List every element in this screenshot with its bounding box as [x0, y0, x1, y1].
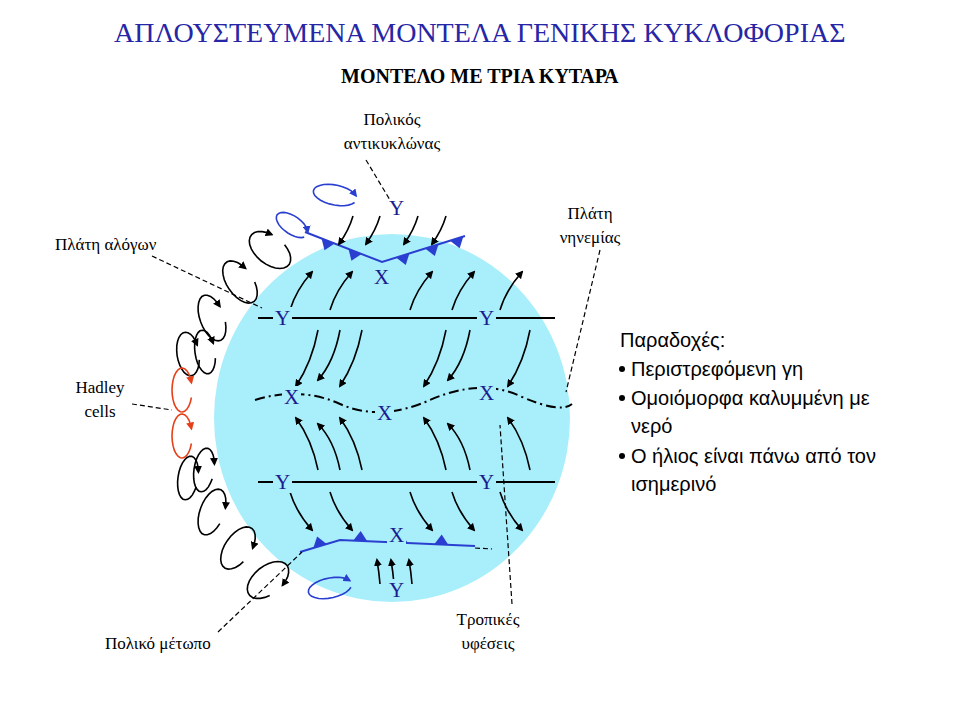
region-label: Πλάτη νηνεμίας: [540, 202, 640, 250]
circulation-cells: [172, 184, 356, 598]
diagram-title: ΑΠΛΟΥΣΤΕΥΜΕΝΑ ΜΟΝΤΕΛΑ ΓΕΝΙΚΗΣ ΚΥΚΛΟΦΟΡΙΑ…: [114, 16, 846, 50]
pressure-letter: Y: [273, 307, 292, 329]
assumption-item: Ομοιόμορφα καλυμμένη με νερό: [631, 384, 886, 440]
pressure-letter: X: [282, 386, 301, 408]
polar-front: [305, 232, 465, 262]
assumptions-heading: Παραδοχές:: [620, 326, 725, 354]
leader-line: [475, 548, 492, 549]
front-triangles: [313, 237, 463, 549]
pressure-letter: X: [372, 266, 391, 288]
pressure-letter: X: [375, 402, 394, 424]
polar-front: [300, 540, 475, 552]
subtitle: ΜΟΝΤΕΛΟ ΜΕ ΤΡΙΑ ΚΥΤΑΡΑ: [341, 62, 618, 90]
pressure-letter: Y: [389, 194, 404, 223]
bullet-dot: [619, 395, 625, 401]
region-label: Πλάτη αλόγων: [55, 233, 156, 257]
assumption-item: Ο ήλιος είναι πάνω από τον ισημερινό: [631, 442, 896, 498]
earth-circle: X Y Y X X X Y Y X Y: [212, 232, 572, 604]
latitude-line: [258, 481, 555, 483]
leader-lines: [132, 160, 600, 632]
pressure-letter: Y: [273, 471, 292, 493]
region-label: Τροπικές υφέσεις: [433, 608, 543, 656]
pressure-letter: Y: [387, 579, 406, 601]
wind-arrows: [290, 216, 530, 584]
bullet-dot: [619, 453, 625, 459]
equatorial-trough: [255, 388, 572, 412]
region-label: Πολικό μέτωπο: [105, 632, 211, 656]
assumption-item: Περιστρεφόμενη γη: [631, 355, 931, 383]
bullet-dot: [619, 366, 625, 372]
region-label: Hadley cells: [64, 376, 136, 424]
latitude-line: [258, 317, 555, 319]
pressure-letter: X: [387, 524, 406, 546]
pressure-letter: Y: [477, 471, 496, 493]
pressure-letter: Y: [477, 307, 496, 329]
pressure-letter: X: [477, 382, 496, 404]
region-label: Πολικός αντικυκλώνας: [327, 108, 457, 156]
